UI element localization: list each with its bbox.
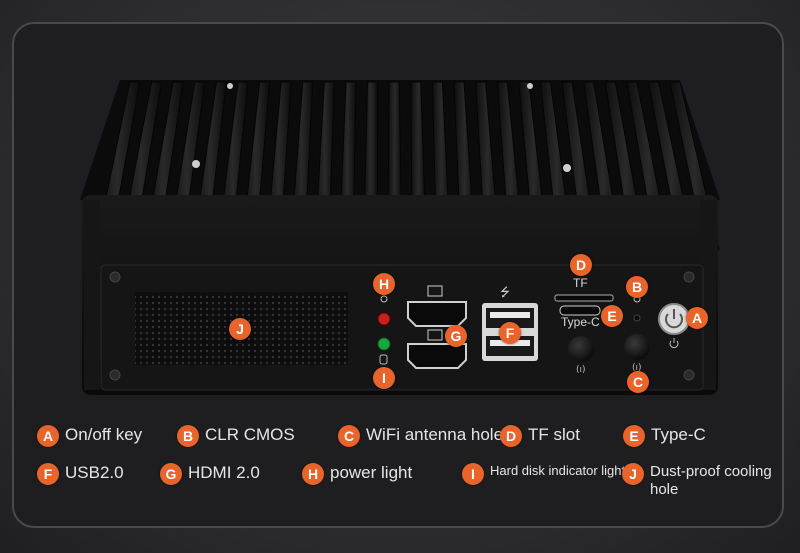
hdmi-ports — [407, 285, 467, 369]
power-light — [377, 312, 391, 326]
front-panel: ⭍ (ı) (ı) — [100, 264, 704, 391]
legend-marker-a: A — [37, 425, 59, 447]
legend-item-b: B CLR CMOS — [177, 425, 295, 447]
legend-label-g: HDMI 2.0 — [188, 463, 260, 482]
legend-marker-h: H — [302, 463, 324, 485]
legend-label-a: On/off key — [65, 425, 143, 444]
legend-marker-i: I — [462, 463, 484, 485]
wifi-antenna-hole-1 — [568, 336, 594, 362]
legend-label-j: Dust-proof cooling hole — [650, 463, 772, 498]
marker-c: C — [627, 371, 649, 393]
type-c-port — [559, 305, 601, 316]
legend-item-j: J Dust-proof cooling hole — [622, 463, 778, 499]
legend-item-d: D TF slot — [500, 425, 580, 447]
marker-a: A — [686, 307, 708, 329]
legend-item-f: F USB2.0 — [37, 463, 124, 485]
hdd-icon — [379, 354, 388, 365]
legend-label-b: CLR CMOS — [205, 425, 295, 444]
legend-item-e: E Type-C — [623, 425, 706, 447]
legend-label-e: Type-C — [651, 425, 706, 444]
legend-label-f: USB2.0 — [65, 463, 124, 482]
hdmi-icon-2 — [427, 329, 443, 341]
legend-label-i: Hard disk indicator light — [490, 463, 626, 478]
mini-pc-illustration: ⭍ (ı) (ı) — [80, 80, 720, 395]
legend-item-a: A On/off key — [37, 425, 142, 447]
wifi-antenna-hole-2 — [624, 334, 650, 360]
wifi-icon-2: (ı) — [632, 363, 642, 373]
marker-b: B — [626, 276, 648, 298]
legend-marker-b: B — [177, 425, 199, 447]
legend-marker-d: D — [500, 425, 522, 447]
legend-item-i: I Hard disk indicator light — [462, 463, 625, 485]
wifi-icon-1: (ı) — [576, 365, 586, 375]
marker-h: H — [373, 273, 395, 295]
legend-marker-f: F — [37, 463, 59, 485]
tf-slot — [554, 294, 614, 302]
legend-label-d: TF slot — [528, 425, 580, 444]
clr-cmos-button — [633, 314, 641, 322]
hdmi-icon — [427, 285, 443, 297]
legend-label-c: WiFi antenna hole — [366, 425, 504, 444]
marker-g: G — [445, 325, 467, 347]
legend-item-g: G HDMI 2.0 — [160, 463, 260, 485]
legend-marker-g: G — [160, 463, 182, 485]
marker-f: F — [499, 322, 521, 344]
type-c-label: Type-C — [561, 315, 600, 329]
tf-label: TF — [573, 276, 588, 290]
legend-item-c: C WiFi antenna hole — [338, 425, 503, 447]
marker-d: D — [570, 254, 592, 276]
marker-j: J — [229, 318, 251, 340]
legend-label-h: power light — [330, 463, 413, 482]
legend-marker-e: E — [623, 425, 645, 447]
marker-i: I — [373, 367, 395, 389]
svg-text:⭍: ⭍ — [500, 285, 510, 299]
hdd-light — [377, 337, 391, 351]
legend-item-h: H power light — [302, 463, 412, 485]
legend-marker-j: J — [622, 463, 644, 485]
marker-e: E — [601, 305, 623, 327]
legend-marker-c: C — [338, 425, 360, 447]
